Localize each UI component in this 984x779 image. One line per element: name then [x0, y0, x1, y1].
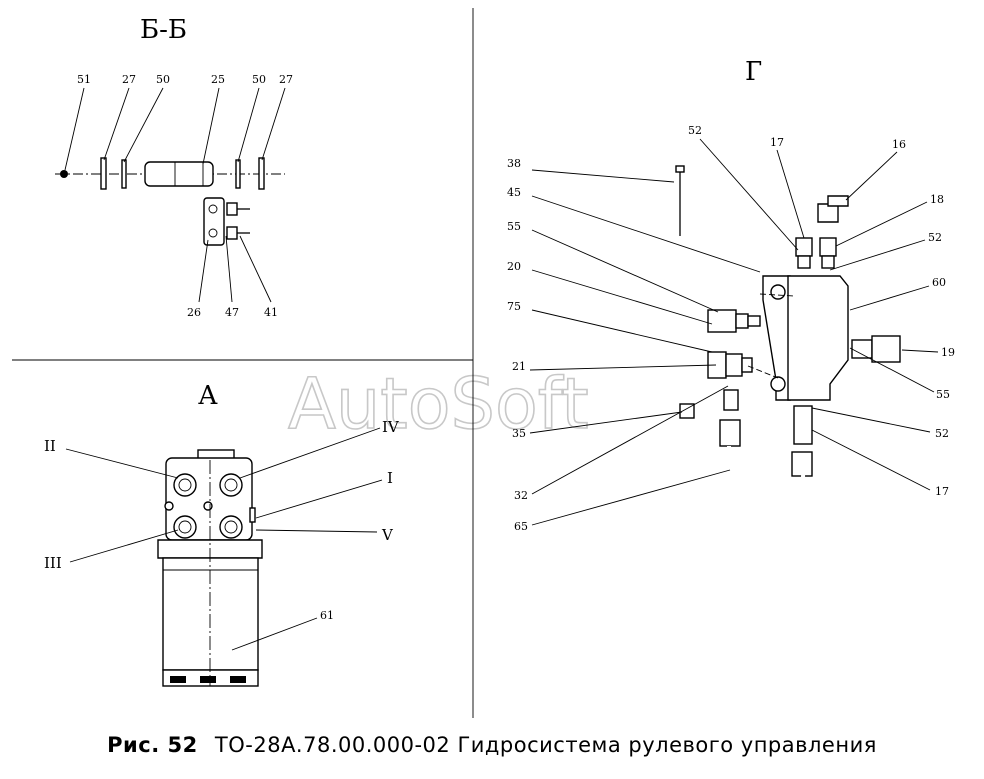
callout-label: 18: [930, 193, 944, 206]
callout-label: 65: [514, 520, 528, 533]
watermark: AutoSoft: [288, 363, 589, 445]
callout-label: 32: [514, 489, 528, 502]
callout-label: 19: [941, 346, 955, 359]
valve-housing-60: [787, 275, 849, 401]
port-label: I: [387, 469, 393, 487]
callout-label: 52: [688, 124, 702, 137]
port-label: IV: [382, 418, 400, 436]
callout-label: 52: [928, 231, 942, 244]
callout-label: 47: [225, 306, 239, 319]
callout-label: 60: [932, 276, 946, 289]
callout-label: 25: [211, 73, 225, 86]
view-g: Г: [507, 57, 955, 533]
view-bb: Б-Б 51 27 50: [55, 15, 293, 319]
view-g-title: Г: [745, 57, 762, 87]
callout-label: 27: [279, 73, 293, 86]
callout-label: 51: [77, 73, 91, 86]
view-bb-title: Б-Б: [140, 15, 187, 45]
figure-caption: Рис. 52 ТО-28А.78.00.000-02 Гидросистема…: [0, 733, 984, 757]
callout-label: 17: [770, 136, 784, 149]
part-50-right: [235, 159, 241, 189]
view-a-title: А: [198, 381, 218, 411]
callout-label: 50: [252, 73, 266, 86]
part-27-left: [100, 157, 107, 190]
part-50-left: [121, 159, 127, 189]
view-a: А II IV I III V 61: [44, 381, 400, 687]
gerotor-body-61: [162, 557, 259, 671]
part-47-upper: [226, 202, 238, 216]
port-label: V: [381, 526, 394, 544]
callout-label: 41: [264, 306, 278, 319]
part-27-right: [258, 157, 265, 190]
callout-label: 20: [507, 260, 521, 273]
callout-label: 21: [512, 360, 526, 373]
callout-label: 55: [507, 220, 521, 233]
callout-label: 16: [892, 138, 906, 151]
callout-label: 27: [122, 73, 136, 86]
callout-label: 50: [156, 73, 170, 86]
callout-label: 55: [936, 388, 950, 401]
callout-label: 52: [935, 427, 949, 440]
part-47-lower: [226, 226, 238, 240]
figure-title: ТО-28А.78.00.000-02 Гидросистема рулевог…: [214, 733, 877, 757]
port-label: II: [44, 437, 56, 455]
callout-label: 17: [935, 485, 949, 498]
callout-label: 61: [320, 609, 334, 622]
callout-label: 38: [507, 157, 521, 170]
part-25: [144, 161, 214, 187]
callout-label: 45: [507, 186, 521, 199]
callout-label: 26: [187, 306, 201, 319]
figure-number: Рис. 52: [107, 733, 198, 757]
callout-label: 75: [507, 300, 521, 313]
callout-label: 35: [512, 427, 526, 440]
port-label: III: [44, 554, 62, 572]
part-51: [60, 170, 68, 178]
